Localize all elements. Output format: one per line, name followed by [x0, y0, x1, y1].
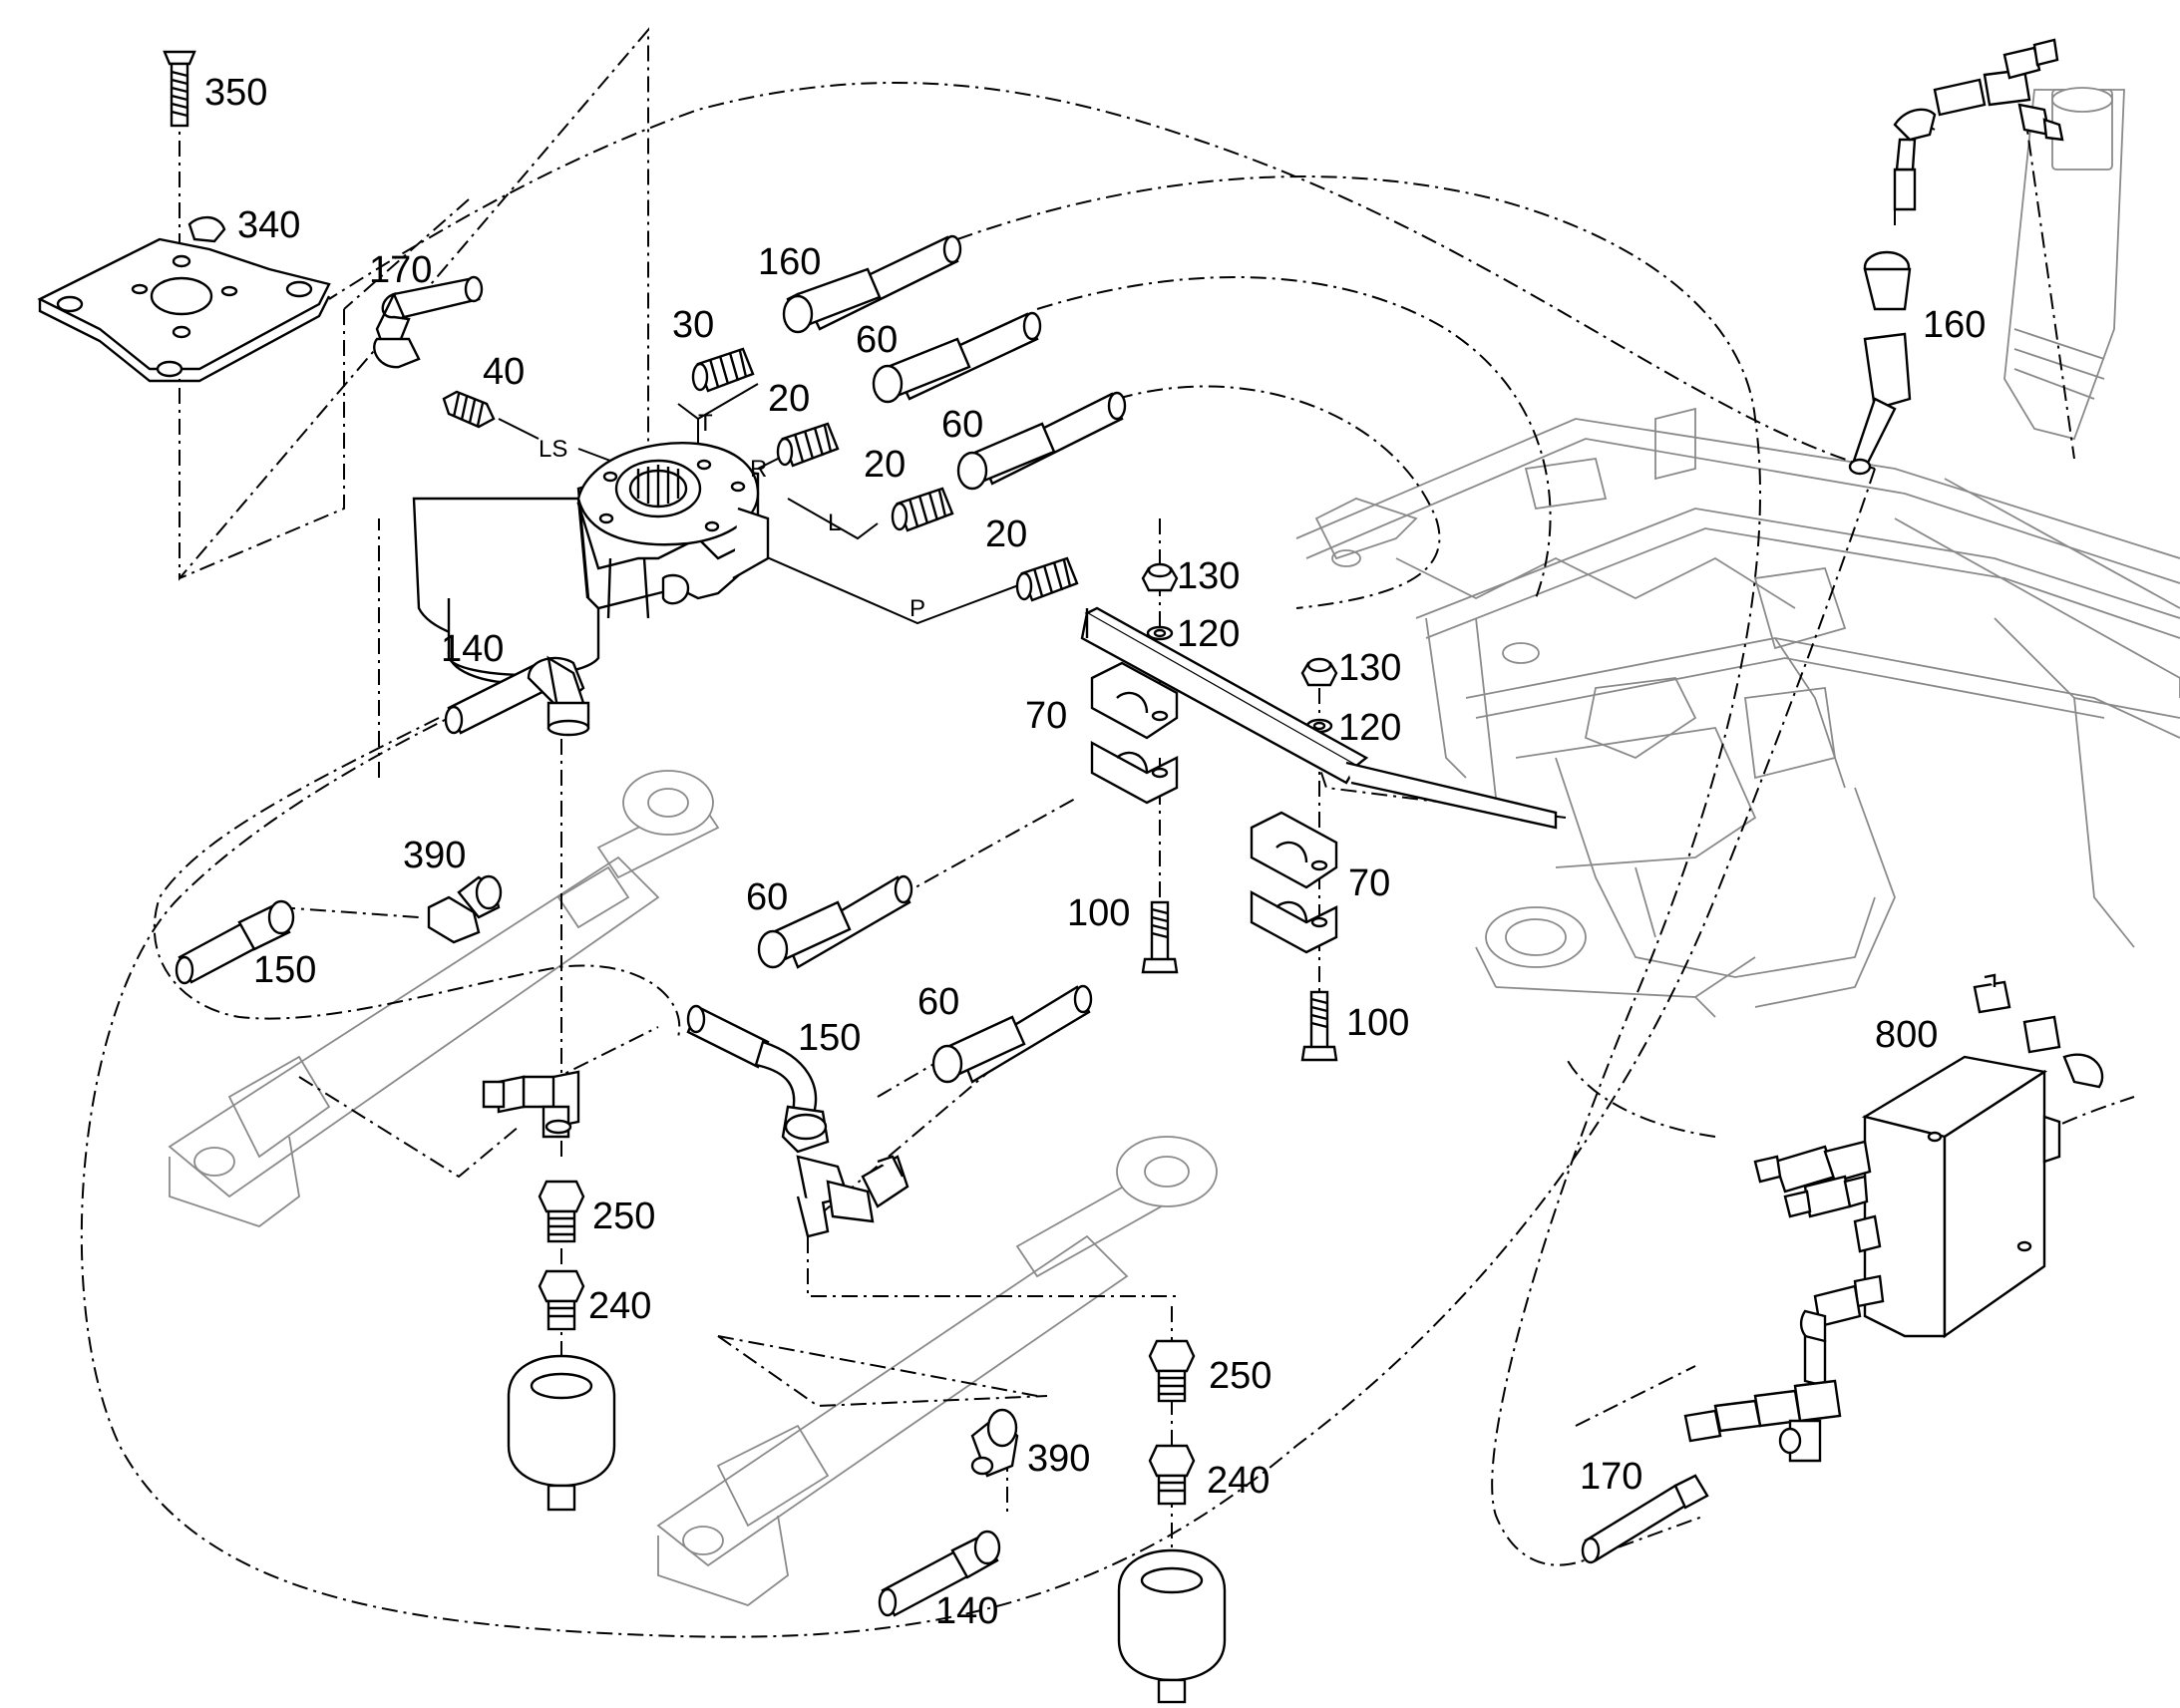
- accumulator-left: [507, 1354, 616, 1512]
- callout-140-top: 140: [441, 628, 504, 670]
- clamp-70-lower: [1250, 811, 1338, 954]
- callout-130-upper: 130: [1177, 555, 1240, 597]
- callout-160-top: 160: [758, 241, 821, 283]
- hose-60-upper: [872, 311, 1042, 404]
- callout-160-right: 160: [1923, 304, 1986, 346]
- fitting-240-center: [1148, 1444, 1196, 1506]
- elbow-390-left: [427, 874, 503, 944]
- callouts: 350 340 170 30 40 160 60 20 60 20 20 160…: [204, 72, 1986, 1632]
- callout-390-center: 390: [1027, 1438, 1090, 1480]
- callout-170-top: 170: [369, 249, 432, 291]
- fittings-top-right: [1893, 38, 2064, 211]
- callout-30: 30: [672, 304, 714, 346]
- hose-60-lower: [931, 984, 1093, 1084]
- mounting-bracket: [1080, 606, 1558, 830]
- callout-70-lower: 70: [1348, 862, 1390, 904]
- callout-20-upper: 20: [768, 378, 810, 420]
- nut-130-lower: [1300, 657, 1338, 687]
- hose-140-bottom: [878, 1530, 1001, 1617]
- hose-140-top: [444, 655, 590, 737]
- callout-250-left: 250: [592, 1196, 655, 1237]
- port-p-label: P: [909, 595, 925, 622]
- valve-block-800: [1683, 973, 2104, 1463]
- fitting-20-lower: [1015, 556, 1079, 602]
- hose-60-center: [757, 874, 913, 969]
- callout-250-center: 250: [1209, 1355, 1272, 1397]
- port-r-label: R: [750, 456, 767, 483]
- screw-350: [163, 50, 196, 128]
- nut-130-upper: [1141, 562, 1179, 592]
- fitting-20-upper: [776, 422, 840, 468]
- callout-60-upper: 60: [856, 319, 898, 361]
- callout-60-center: 60: [746, 876, 788, 918]
- elbow-390-center: [970, 1408, 1019, 1478]
- callout-350: 350: [204, 72, 267, 114]
- callout-20-middle: 20: [864, 444, 906, 486]
- callout-120-upper: 120: [1177, 613, 1240, 655]
- hose-160-top: [782, 234, 962, 334]
- hose-60-lower-right: [956, 391, 1127, 491]
- clamp-70-upper: [1090, 661, 1179, 805]
- port-l-label: L: [828, 510, 841, 536]
- steering-cylinder-ghost-left: [168, 770, 720, 1228]
- callout-140-bottom: 140: [935, 1590, 998, 1632]
- callout-170-bottom: 170: [1580, 1456, 1642, 1498]
- tee-fitting-center: [796, 1155, 909, 1238]
- cylinder-ghost-top-right: [2003, 87, 2125, 441]
- callout-20-lower: 20: [985, 513, 1027, 555]
- fitting-250-left: [538, 1180, 585, 1243]
- mounting-plate-340: [37, 215, 331, 383]
- hose-170-bottom: [1581, 1474, 1709, 1564]
- fitting-30: [691, 347, 755, 393]
- hose-150-left: [175, 899, 295, 985]
- callout-100-lower: 100: [1346, 1002, 1409, 1044]
- port-t-label: T: [698, 410, 713, 437]
- tee-fitting-left: [482, 1070, 580, 1139]
- bolt-100-lower: [1300, 990, 1338, 1062]
- fitting-240-left: [538, 1269, 585, 1331]
- callout-150-left: 150: [253, 949, 316, 991]
- washer-120-upper: [1146, 625, 1174, 641]
- fitting-20-middle: [891, 487, 954, 532]
- steering-unit: [412, 442, 770, 685]
- port-labels: T LS R L P: [539, 410, 925, 622]
- callout-100-upper: 100: [1067, 892, 1130, 934]
- routing-lines: [80, 27, 2135, 1638]
- callout-40: 40: [483, 351, 525, 393]
- callout-120-lower: 120: [1338, 707, 1401, 749]
- callout-130-lower: 130: [1338, 647, 1401, 689]
- callout-390-left: 390: [403, 835, 466, 876]
- callout-800: 800: [1875, 1014, 1938, 1056]
- hose-150-center: [686, 1004, 830, 1154]
- fitting-250-center: [1148, 1339, 1196, 1403]
- steering-cylinder-ghost-center: [656, 1136, 1218, 1607]
- callout-60-lower: 60: [917, 981, 959, 1023]
- hose-160-right: [1848, 250, 1912, 476]
- bolt-100-upper: [1141, 900, 1179, 974]
- callout-60-right: 60: [941, 404, 983, 446]
- callout-240-left: 240: [588, 1285, 651, 1327]
- hose-170-top: [373, 275, 484, 369]
- fitting-40: [442, 390, 496, 429]
- callout-240-center: 240: [1207, 1460, 1270, 1502]
- accumulator-center: [1117, 1548, 1227, 1704]
- port-ls-label: LS: [539, 436, 567, 463]
- callout-70-upper: 70: [1025, 695, 1067, 737]
- callout-150-center: 150: [798, 1017, 861, 1059]
- chassis-frame-ghost: [1295, 407, 2180, 1018]
- callout-340: 340: [237, 204, 300, 246]
